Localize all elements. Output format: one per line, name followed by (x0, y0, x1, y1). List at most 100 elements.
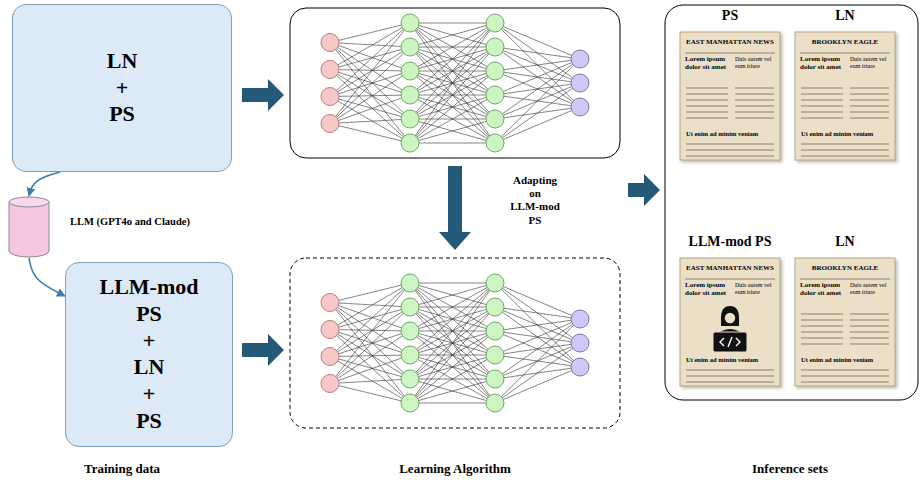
newspaper-footer: Ut enim ad minim veniam (801, 130, 889, 137)
newspaper-line (801, 313, 843, 314)
network-neuron (486, 38, 504, 56)
cylinder-outline (8, 196, 50, 258)
network-link (410, 355, 495, 403)
network-link (330, 303, 410, 332)
network-link (495, 283, 580, 367)
network-link (495, 23, 580, 59)
network-link (495, 59, 580, 71)
network-neuron (486, 134, 504, 152)
newspaper-line (800, 278, 890, 279)
network-link (410, 143, 495, 144)
network-link (410, 119, 495, 143)
network-link (410, 331, 495, 403)
network-link (410, 23, 495, 95)
network-link (410, 23, 495, 143)
newspaper-line (686, 111, 728, 112)
network-link (330, 330, 410, 332)
newspaper-lines (685, 53, 890, 382)
network-link (495, 319, 580, 379)
network-neuron (401, 346, 419, 364)
section-caption: Inference sets (715, 461, 865, 477)
network-link (495, 319, 580, 355)
network-link (330, 70, 410, 144)
newspaper: LNBROOKLYN EAGLELorem ipsum dolor sit am… (795, 258, 895, 386)
network-link (330, 283, 410, 330)
network-neuron (401, 62, 419, 80)
network-neuron (401, 370, 419, 388)
newspaper-line (801, 105, 843, 106)
network-neuron (401, 274, 419, 292)
network-link (410, 283, 495, 331)
network-link (410, 95, 495, 143)
network-link (330, 303, 410, 356)
newspaper-sheet (795, 258, 895, 386)
newspaper-line (686, 149, 774, 150)
network-neuron (401, 86, 419, 104)
network-link (410, 283, 495, 284)
network-link (410, 283, 495, 403)
newspaper-headline: Lorem ipsum dolor sit amet (800, 282, 847, 297)
newspaper-line (686, 99, 728, 100)
network-neuron (321, 88, 339, 106)
network-link (330, 331, 410, 357)
network-frame-dashed (290, 258, 620, 428)
network-neuron (486, 370, 504, 388)
network-link (495, 23, 580, 83)
network-link (410, 95, 495, 143)
network-link (330, 283, 410, 384)
newspaper-line (801, 99, 843, 100)
network-link (330, 330, 410, 380)
network-neuron (571, 334, 589, 352)
flow-connector (29, 172, 60, 196)
network-link (330, 119, 410, 124)
newspaper-line (801, 381, 889, 382)
network-link (495, 59, 580, 119)
newspaper: LNBROOKLYN EAGLELorem ipsum dolor sit am… (795, 32, 895, 160)
network-link (410, 283, 495, 355)
newspaper-line (686, 117, 728, 118)
network-link (410, 379, 495, 403)
network-neuron (401, 110, 419, 128)
network-link (495, 83, 580, 143)
network-neuron (401, 394, 419, 412)
network-link (410, 23, 495, 71)
network-link (330, 331, 410, 384)
newspaper-headline: Lorem ipsum dolor sit amet (685, 56, 732, 71)
network-link (410, 23, 495, 47)
newspaper-line (850, 337, 889, 338)
network-neuron (321, 321, 339, 339)
newspaper-line (686, 143, 774, 144)
newspaper-headline: Lorem ipsum dolor sit amet (685, 282, 732, 297)
network-neuron (321, 375, 339, 393)
network-link (330, 124, 410, 144)
network-link (330, 357, 410, 404)
step-note: Adapting on LLM-mod PS (490, 174, 580, 227)
newspaper-line (801, 87, 843, 88)
network-link (410, 283, 495, 379)
newspaper-line (801, 319, 843, 320)
network-link (410, 283, 495, 355)
newspaper-line (850, 99, 889, 100)
box-label: LN + PS (62, 48, 182, 128)
network-link (495, 343, 580, 403)
network-neuron (571, 358, 589, 376)
newspaper-line (801, 117, 843, 118)
newspaper-line (801, 155, 889, 156)
set-label: LN (775, 8, 915, 24)
network-link (330, 283, 410, 303)
newspaper-masthead: EAST MANHATTAN NEWS (684, 265, 776, 272)
block-arrow (439, 166, 471, 250)
network-link (330, 23, 410, 124)
block-arrow (242, 79, 284, 111)
newspaper-column: Duis autem vel eum iriure (850, 282, 890, 295)
network-neuron (486, 110, 504, 128)
inference-frame (665, 5, 918, 400)
newspaper-line (735, 117, 774, 118)
network-link (330, 97, 410, 144)
block-arrow (242, 334, 284, 366)
network-link (410, 23, 495, 71)
newspaper-line (850, 87, 889, 88)
newspaper-line (801, 331, 843, 332)
network-neuron (321, 348, 339, 366)
newspaper-masthead: EAST MANHATTAN NEWS (684, 39, 776, 46)
